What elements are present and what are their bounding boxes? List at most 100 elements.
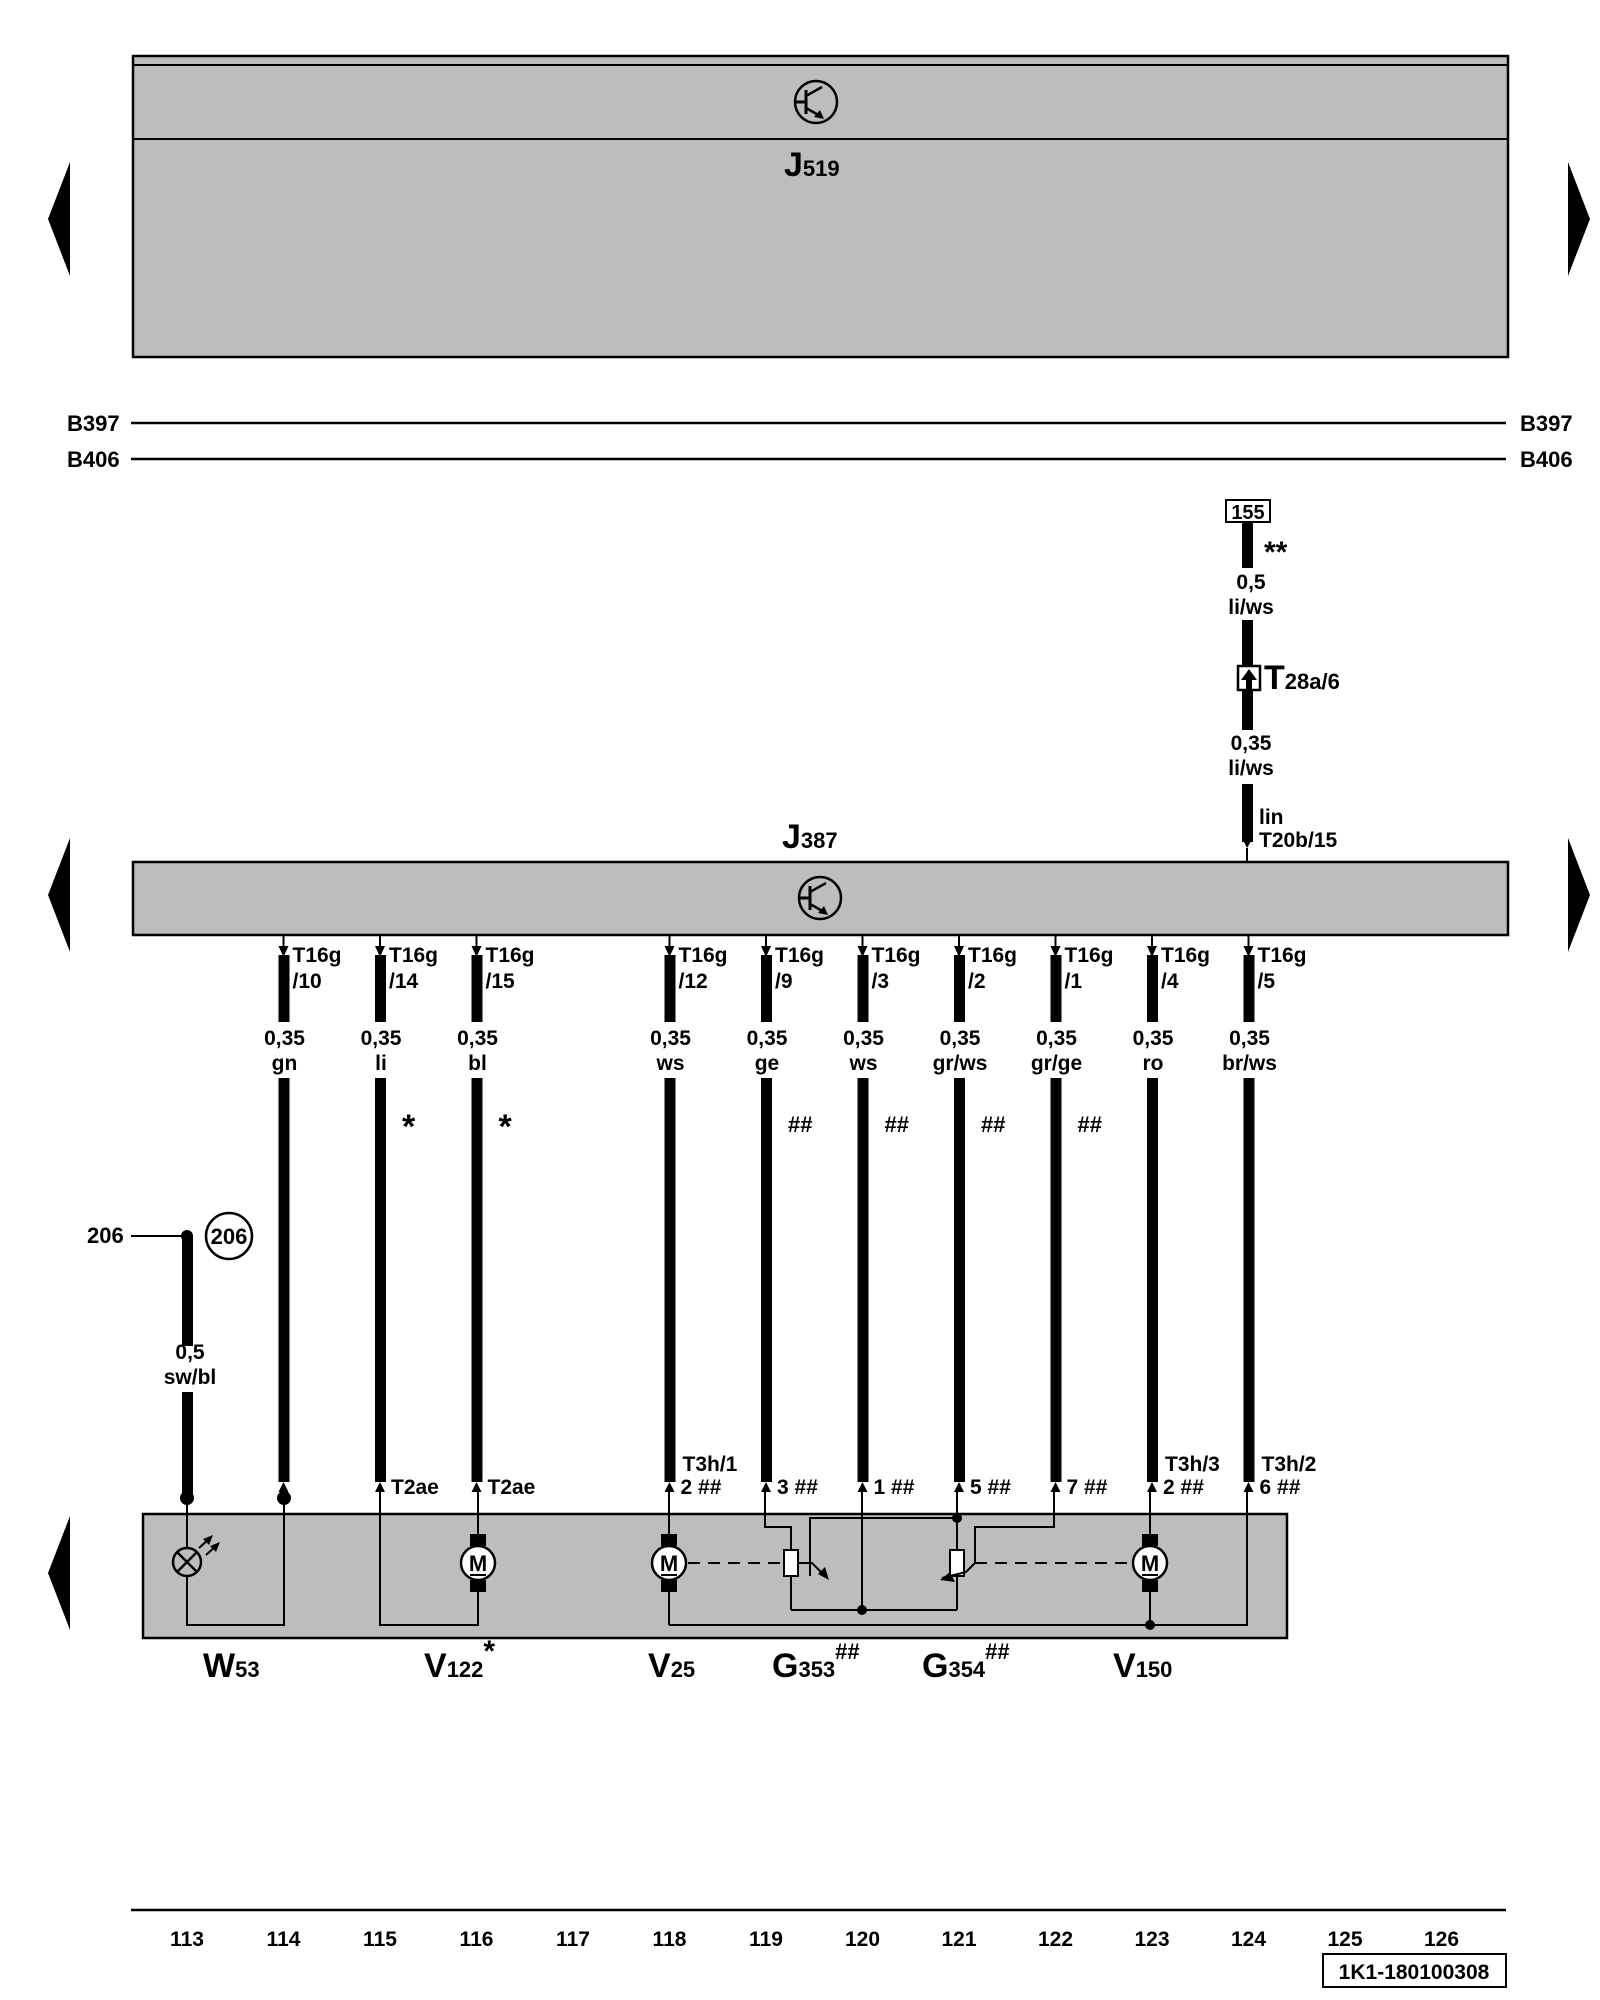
wire-pin-label: T16g: [389, 944, 438, 967]
control-module-top: J519: [131, 54, 1510, 359]
lin-lower-color: li/ws: [1228, 757, 1274, 780]
wire-bottom-pin: 3 ##: [777, 1476, 818, 1499]
wire-pin-label: T16g: [679, 944, 728, 967]
wire-marker: ##: [981, 1112, 1005, 1137]
motor-letter: M: [469, 1551, 487, 1576]
track-number: 113: [170, 1928, 204, 1951]
component-label-w53: W53: [203, 1647, 260, 1685]
control-unit-icon: [797, 875, 843, 921]
wire-size: 0,35: [1133, 1027, 1174, 1050]
track-number: 118: [653, 1928, 687, 1951]
component-label-v150: V150: [1113, 1647, 1172, 1685]
wire-bottom-connector: T3h/2: [1262, 1453, 1317, 1476]
potentiometer-icon: [857, 1492, 1130, 1615]
control-module-top-label: J519: [784, 146, 840, 184]
bus-b406-label-right: B406: [1520, 447, 1573, 472]
lin-feed-wire: 155 ** 0,5 li/ws T28a/6 0,35 li/ws lin T…: [1225, 499, 1340, 862]
connector-icon: [1236, 664, 1262, 692]
wire-pin-number: /10: [293, 970, 322, 993]
track-number: 123: [1134, 1928, 1169, 1951]
doc-id-box: [1322, 1953, 1507, 1988]
track-number: 115: [363, 1928, 397, 1951]
wire-bottom-pin: 7 ##: [1067, 1476, 1108, 1499]
component-label-v25: V25: [648, 1647, 695, 1685]
wire-pin-number: /5: [1258, 970, 1276, 993]
bus-b397: B397 B397: [67, 411, 1573, 436]
nav-left-arrow-bottom[interactable]: [48, 1516, 70, 1630]
ground-feed-label: 206: [87, 1223, 124, 1248]
component-label-v122: V122*: [424, 1635, 495, 1685]
bus-b397-label-right: B397: [1520, 411, 1573, 436]
nav-right-arrow-top[interactable]: [1568, 162, 1590, 276]
track-number: 119: [749, 1928, 783, 1951]
wire-color: ws: [848, 1052, 877, 1075]
track-number: 116: [460, 1928, 494, 1951]
lin-upper-size: 0,5: [1236, 571, 1266, 594]
connector-t28a-label: T28a/6: [1264, 659, 1340, 697]
wire-bottom-pin: 6 ##: [1260, 1476, 1301, 1499]
wire-pin-label: T16g: [293, 944, 342, 967]
wire-pin-label: T16g: [1161, 944, 1210, 967]
lin-pin-label-1: lin: [1259, 806, 1284, 829]
bus-b406: B406 B406: [67, 447, 1573, 472]
wire-pin-label: T16g: [968, 944, 1017, 967]
component-label-g354: G354##: [922, 1639, 1010, 1685]
nav-right-arrow-middle[interactable]: [1568, 838, 1590, 952]
motor-letter: M: [1141, 1551, 1159, 1576]
track-number: 114: [267, 1928, 301, 1951]
nav-left-arrow-middle[interactable]: [48, 838, 70, 952]
motor-letter: M: [660, 1551, 678, 1576]
wire-color: gr/ge: [1031, 1052, 1082, 1075]
wire-pin-label: T16g: [1065, 944, 1114, 967]
track-number: 122: [1038, 1928, 1073, 1951]
control-module-middle: J387: [131, 818, 1510, 937]
wire-pin-number: /12: [679, 970, 708, 993]
wire-size: 0,35: [1036, 1027, 1077, 1050]
lin-ref-box-label: 155: [1231, 502, 1264, 524]
wire-marker: *: [402, 1108, 416, 1146]
wire-bottom-pin: 5 ##: [970, 1476, 1011, 1499]
component-labels: W53 V122* V25 G353## G354## V150: [203, 1635, 1172, 1685]
bus-b397-label-left: B397: [67, 411, 120, 436]
wire-pin-number: /9: [775, 970, 793, 993]
track-number: 124: [1231, 1928, 1266, 1951]
wire-color: br/ws: [1222, 1052, 1277, 1075]
track-number: 126: [1424, 1928, 1459, 1951]
wire-color: gn: [272, 1052, 298, 1075]
lin-lower-size: 0,35: [1231, 732, 1272, 755]
control-module-middle-label: J387: [782, 818, 838, 856]
wire-pin-number: /15: [486, 970, 516, 993]
nav-left-arrow-top[interactable]: [48, 162, 70, 276]
ground-feed-color: sw/bl: [164, 1366, 217, 1389]
wire-size: 0,35: [650, 1027, 691, 1050]
track-number: 125: [1327, 1928, 1362, 1951]
wire-pin-label: T16g: [1258, 944, 1307, 967]
wire-color: ro: [1143, 1052, 1164, 1075]
wire-bottom-pin: T2ae: [391, 1476, 439, 1499]
wire-pin-label: T16g: [775, 944, 824, 967]
wire-bottom-pin: 2 ##: [681, 1476, 722, 1499]
ground-feed-circle-label: 206: [211, 1224, 248, 1249]
lin-pin-label-2: T20b/15: [1259, 829, 1338, 852]
motor-icon: M: [669, 1492, 1248, 1630]
wire-size: 0,35: [843, 1027, 884, 1050]
wire-color: gr/ws: [933, 1052, 988, 1075]
wire-size: 0,35: [457, 1027, 498, 1050]
wire-size: 0,35: [747, 1027, 788, 1050]
lamp-icon: [171, 1491, 291, 1626]
wire-pin-label: T16g: [872, 944, 921, 967]
ground-feed-wire: 206 206 0,5 sw/bl: [87, 1211, 254, 1505]
bus-b406-label-left: B406: [67, 447, 120, 472]
wire-pin-label: T16g: [486, 944, 535, 967]
wire-marker: *: [499, 1108, 513, 1146]
wire-pin-number: /14: [389, 970, 419, 993]
wire-size: 0,35: [1229, 1027, 1270, 1050]
